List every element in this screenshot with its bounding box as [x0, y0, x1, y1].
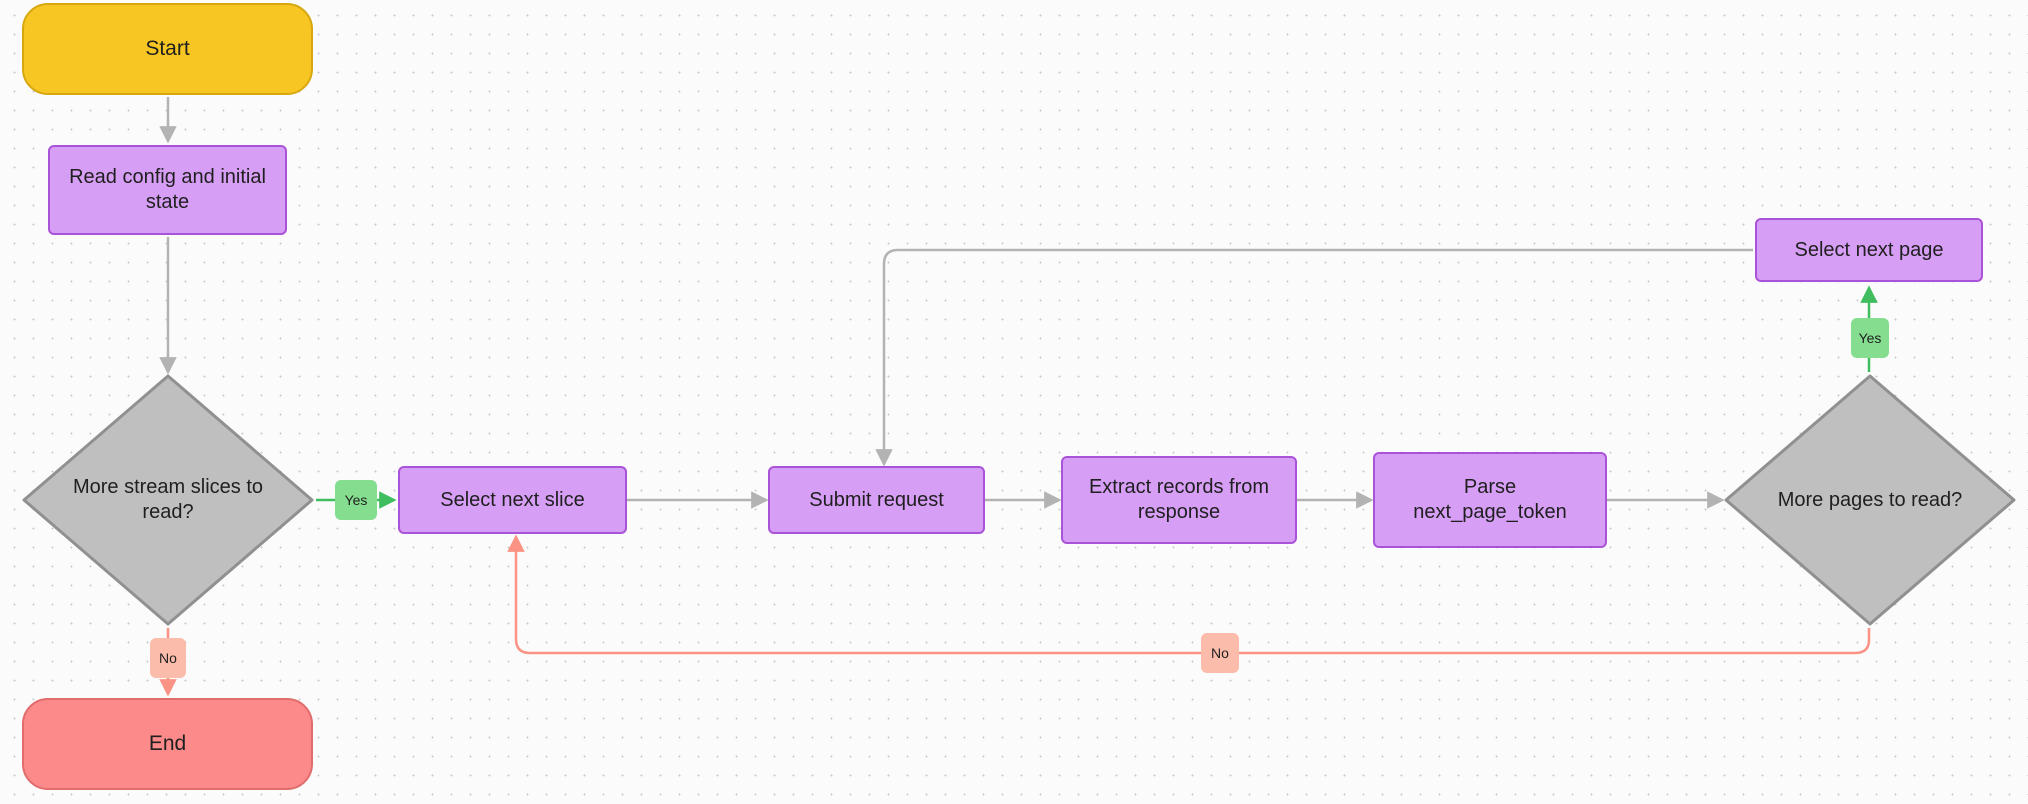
- node-select-next-slice-label: Select next slice: [440, 488, 585, 511]
- node-read-config-label: Read config and initial state: [69, 166, 266, 213]
- node-extract-records[interactable]: Extract records from response: [1061, 456, 1297, 544]
- edge-label-text: Yes: [344, 492, 368, 508]
- node-more-pages-label: More pages to read?: [1777, 488, 1963, 511]
- edge-label-yes-more-pages: Yes: [1851, 318, 1889, 358]
- node-more-stream-slices[interactable]: More stream slices to read?: [20, 372, 316, 628]
- node-start-label: Start: [145, 36, 190, 60]
- node-start[interactable]: Start: [22, 3, 313, 95]
- node-submit-request-label: Submit request: [809, 488, 944, 511]
- node-read-config[interactable]: Read config and initial state: [48, 145, 287, 235]
- edge-label-no-more-stream-slices: No: [150, 638, 186, 678]
- edge-label-yes-more-stream-slices: Yes: [335, 480, 377, 520]
- edge-more-pages-no-to-select-slice: [507, 534, 1871, 655]
- node-select-next-page[interactable]: Select next page: [1755, 218, 1983, 282]
- edge-label-no-more-pages: No: [1201, 633, 1239, 673]
- edge-label-text: No: [1211, 645, 1229, 661]
- node-select-next-slice[interactable]: Select next slice: [398, 466, 627, 534]
- edge-label-text: Yes: [1858, 330, 1882, 346]
- node-parse-next-page-token[interactable]: Parse next_page_token: [1373, 452, 1607, 548]
- node-extract-records-label: Extract records from response: [1088, 476, 1270, 523]
- node-end-label: End: [148, 731, 187, 755]
- node-end[interactable]: End: [22, 698, 313, 790]
- node-more-stream-slices-label: More stream slices to read?: [72, 476, 264, 523]
- edge-select-page-to-submit-request: [875, 248, 1753, 467]
- node-submit-request[interactable]: Submit request: [768, 466, 985, 534]
- edge-label-text: No: [159, 650, 177, 666]
- decision-diamond-shape: [22, 374, 314, 626]
- node-parse-next-page-token-label: Parse next_page_token: [1413, 476, 1567, 523]
- node-select-next-page-label: Select next page: [1794, 238, 1944, 261]
- node-more-pages[interactable]: More pages to read?: [1722, 372, 2018, 628]
